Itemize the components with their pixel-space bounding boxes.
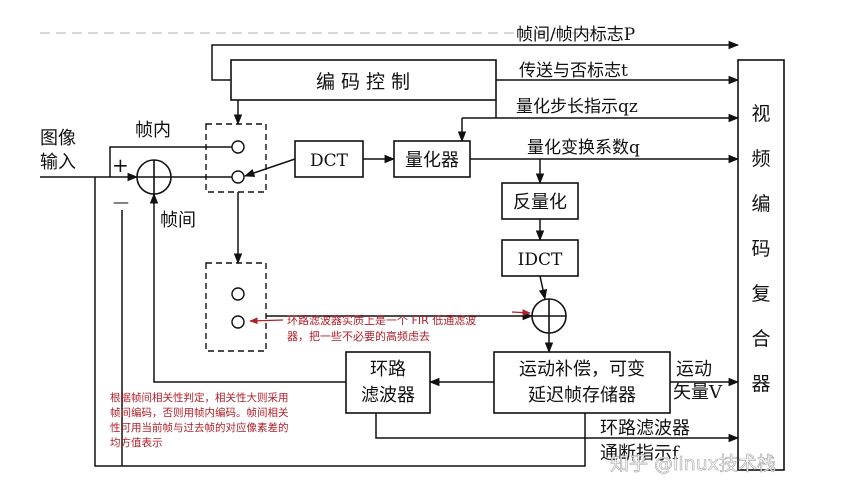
mux-char-2: 编: [751, 193, 770, 215]
reconstruction-summer: [531, 298, 567, 334]
fir-note-line-1: 环路滤波器实质上是一个 FIR 低通滤波: [287, 313, 476, 327]
switch-box-lower: [205, 262, 267, 352]
intra-label: 帧内: [135, 120, 171, 141]
annotations: 环路滤波器实质上是一个 FIR 低通滤波 器，把一些不必要的高频虑去 根据帧间相…: [110, 313, 476, 449]
motion-compensation-block: [493, 351, 671, 414]
loop-filter-out-label-2: 通断指示f: [600, 443, 680, 464]
intra-path: [109, 146, 232, 177]
input-summer: [136, 159, 172, 195]
switch-contacts: [231, 140, 245, 329]
quantizer-label: 量化器: [405, 150, 459, 171]
decision-note-line-3: 性可用当前帧与过去帧的对应像素差的: [110, 421, 289, 434]
annotation-arrows: [249, 309, 531, 325]
quant-step-label: 量化步长指示qz: [516, 97, 638, 117]
connections: [40, 40, 740, 467]
transmit-flag-label: 传送与否标志t: [519, 61, 628, 81]
idct-to-summer: [538, 275, 548, 301]
quant-coeff-label: 量化变换系数q: [527, 138, 640, 158]
coding-control-block: [230, 59, 497, 101]
motion-comp-label-1: 运动补偿，可变: [519, 359, 645, 380]
frame-flag-line: [211, 40, 740, 81]
mux-char-4: 复: [751, 283, 770, 305]
mux-char-1: 频: [751, 148, 770, 170]
motion-comp-label-2: 延迟帧存储器: [528, 385, 636, 406]
mux-char-3: 码: [751, 238, 770, 260]
dequantizer-label: 反量化: [513, 192, 567, 213]
labels: 图像 输入 帧内 帧间 + — 编 码 控 制 DCT 量化器 反量化 IDCT…: [40, 25, 771, 464]
mux-char-0: 视: [751, 103, 770, 125]
motion-vector-label-2: 矢量V: [673, 382, 723, 403]
plus-sign: +: [112, 153, 129, 177]
blocks: [230, 59, 785, 471]
motion-vector-label-1: 运动: [676, 359, 712, 380]
switch-contact-lower-bottom: [231, 315, 245, 329]
loop-filter-feedback: [149, 192, 346, 383]
mux-char-6: 器: [751, 373, 770, 395]
decision-note-line-1: 根据帧间相关性判定，相关性大则采用: [110, 391, 289, 404]
watermark-text: 知乎 @linux技术栈: [610, 453, 776, 475]
fir-note-arrow-left: [249, 317, 284, 325]
video-mux-block: [737, 59, 785, 471]
frame-flag-label: 帧间/帧内标志P: [516, 25, 635, 45]
decision-note-line-2: 帧间编码，否则用帧内编码。帧间相关: [110, 406, 289, 419]
fir-note-arrow-right: [511, 309, 531, 316]
minus-sign: —: [113, 192, 129, 211]
fir-note-line-2: 器，把一些不必要的高频虑去: [287, 329, 430, 343]
outer-feedback-line: [94, 177, 586, 467]
decision-note-line-4: 均方值表示: [110, 436, 163, 449]
loop-filter-label-2: 滤波器: [361, 385, 415, 406]
switch-contact-common: [231, 170, 245, 184]
loop-filter-out-label-1: 环路滤波器: [600, 418, 690, 439]
loop-filter-label-1: 环路: [370, 359, 406, 380]
loop-filter-flag-line: [375, 413, 740, 443]
image-input-label-1: 图像: [40, 128, 76, 149]
dct-label: DCT: [310, 151, 349, 171]
switch-contact-intra: [231, 140, 245, 154]
image-input-label-2: 输入: [40, 152, 76, 173]
dct-to-switch: [244, 158, 296, 177]
switch-contact-lower-top: [231, 287, 245, 301]
inter-label: 帧间: [160, 210, 196, 231]
coding-control-label: 编 码 控 制: [316, 71, 410, 93]
idct-label: IDCT: [518, 250, 563, 270]
mux-char-5: 合: [751, 328, 770, 350]
